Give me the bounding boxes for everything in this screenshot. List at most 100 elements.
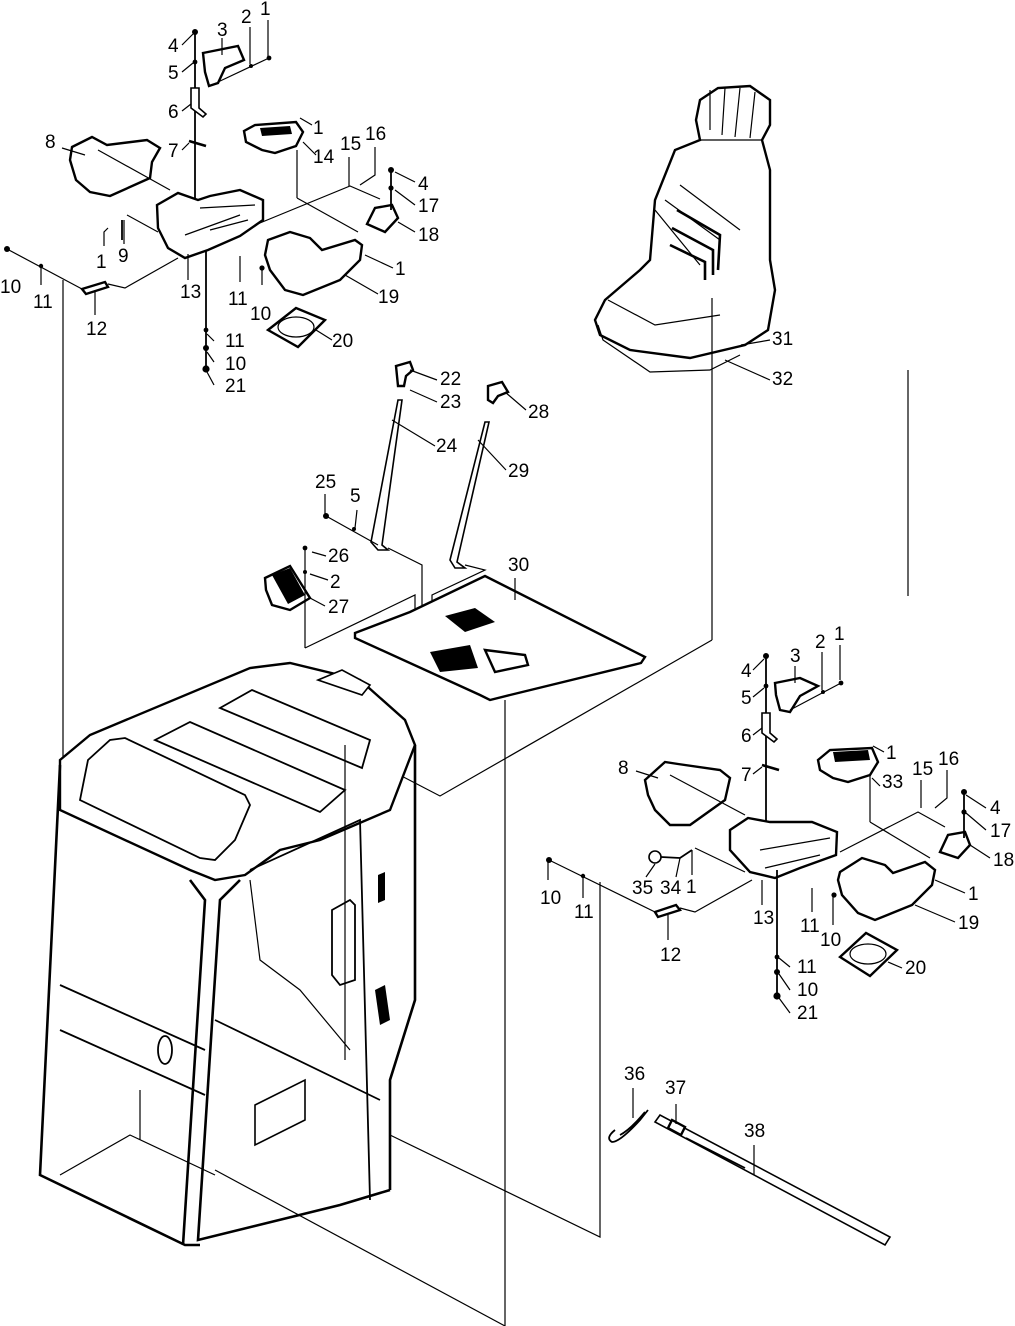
part-lever-12 xyxy=(653,903,683,919)
callout-left-11c: 11 xyxy=(225,331,245,352)
leader xyxy=(325,515,379,546)
cab-access-hole xyxy=(157,1035,173,1065)
callout-lever-24: 24 xyxy=(436,436,458,457)
part-bolt-4 xyxy=(388,167,394,173)
callout-right-8: 8 xyxy=(618,758,629,779)
part-bracket-6 xyxy=(761,712,779,744)
callout-lever-28: 28 xyxy=(528,402,549,423)
console-detail xyxy=(184,204,256,236)
part-washer-5 xyxy=(763,683,769,689)
callout-sleeve-37: 37 xyxy=(665,1078,686,1099)
callout-right-1c: 1 xyxy=(968,884,979,905)
pin-rod-group xyxy=(608,1109,892,1247)
part-nut-21 xyxy=(202,365,210,373)
callout-right-11c: 11 xyxy=(797,957,817,978)
part-knob-3 xyxy=(773,676,821,714)
leader xyxy=(309,369,527,607)
callout-left-10: 10 xyxy=(0,277,21,298)
callout-lever-26: 26 xyxy=(328,546,349,567)
callout-right-10: 10 xyxy=(540,888,561,909)
cab-floor xyxy=(59,1090,216,1176)
callout-right-18: 18 xyxy=(993,850,1014,871)
rod-detail xyxy=(685,1137,746,1169)
callout-right-5: 5 xyxy=(741,688,752,709)
part-bracket-6 xyxy=(190,87,208,119)
left-console-group xyxy=(4,29,400,760)
leader xyxy=(217,57,270,83)
callout-lever-27: 27 xyxy=(328,597,349,618)
callout-left-3: 3 xyxy=(217,20,228,41)
pedal-valve xyxy=(483,648,530,674)
callout-lever-25: 25 xyxy=(315,472,336,493)
callout-lever-2: 2 xyxy=(330,572,341,593)
callout-lever-29: 29 xyxy=(508,461,529,482)
callout-labels: 1 2 3 4 5 6 7 8 9 1 10 11 12 13 11 10 11… xyxy=(0,0,1014,1142)
part-floor-plate-30 xyxy=(353,574,647,702)
callout-left-1b: 1 xyxy=(96,252,107,273)
pedal-tread xyxy=(272,568,305,604)
callout-left-1c: 1 xyxy=(313,118,324,139)
callout-left-13: 13 xyxy=(180,282,201,303)
pedal-block xyxy=(445,608,495,632)
callout-left-4b: 4 xyxy=(418,174,429,195)
headrest-detail xyxy=(709,87,756,139)
cab-left-front-post xyxy=(38,764,200,1247)
leader xyxy=(679,879,753,913)
leader xyxy=(214,1169,506,1326)
part-seat-rail-32 xyxy=(597,324,741,373)
leader xyxy=(6,248,83,290)
part-sleeve-37 xyxy=(666,1118,687,1137)
callout-left-12: 12 xyxy=(86,319,107,340)
callout-right-3: 3 xyxy=(790,646,801,667)
callout-right-16: 16 xyxy=(938,749,959,770)
seat-group xyxy=(389,84,909,797)
cab-roof xyxy=(58,661,417,882)
part-seat-31 xyxy=(593,84,777,360)
part-lever-29 xyxy=(449,421,491,569)
cab-side-panel xyxy=(254,1078,306,1147)
part-screw-1 xyxy=(266,55,272,61)
callout-left-1: 1 xyxy=(260,0,271,20)
callout-left-7: 7 xyxy=(168,141,179,162)
part-washer-5 xyxy=(192,59,198,65)
leader xyxy=(724,339,771,381)
part-rod-38 xyxy=(653,1113,892,1247)
part-side-cover-19 xyxy=(263,230,364,297)
leader xyxy=(107,257,179,289)
callout-seat-32: 32 xyxy=(772,369,793,390)
valve-block xyxy=(430,645,478,672)
cab-front-window xyxy=(78,737,251,861)
callout-left-20: 20 xyxy=(332,331,353,352)
part-bolt-10 xyxy=(4,246,10,252)
cab-group xyxy=(38,661,601,1326)
switch-detail xyxy=(833,750,870,762)
part-clip-36 xyxy=(608,1109,649,1143)
callout-right-1: 1 xyxy=(834,624,845,645)
part-bolt-4 xyxy=(192,29,198,35)
plate-hole xyxy=(277,316,315,338)
callout-clip-36: 36 xyxy=(624,1064,645,1085)
part-washer-11 xyxy=(580,873,586,879)
callout-right-7: 7 xyxy=(741,765,752,786)
part-lever-24 xyxy=(370,399,403,551)
callout-left-21: 21 xyxy=(225,376,246,397)
part-pin-7 xyxy=(188,139,207,148)
callout-right-21: 21 xyxy=(797,1003,818,1024)
part-cover-8 xyxy=(68,135,162,198)
callout-right-15: 15 xyxy=(912,759,933,780)
cab-door-handle xyxy=(331,898,356,987)
cab-door-post xyxy=(249,818,371,1201)
cab-roof-bracket xyxy=(315,669,372,696)
callout-right-6: 6 xyxy=(741,726,752,747)
callout-left-18: 18 xyxy=(418,225,439,246)
part-bolt-26 xyxy=(302,545,308,551)
callout-right-4: 4 xyxy=(741,661,752,682)
travel-levers-group xyxy=(263,360,647,1326)
callout-right-35: 35 xyxy=(632,878,653,899)
seat-cushion-edge xyxy=(607,299,721,326)
callout-right-20: 20 xyxy=(905,958,926,979)
part-washer-11 xyxy=(203,327,209,333)
callout-lever-22: 22 xyxy=(440,369,461,390)
callout-left-5: 5 xyxy=(168,63,179,84)
